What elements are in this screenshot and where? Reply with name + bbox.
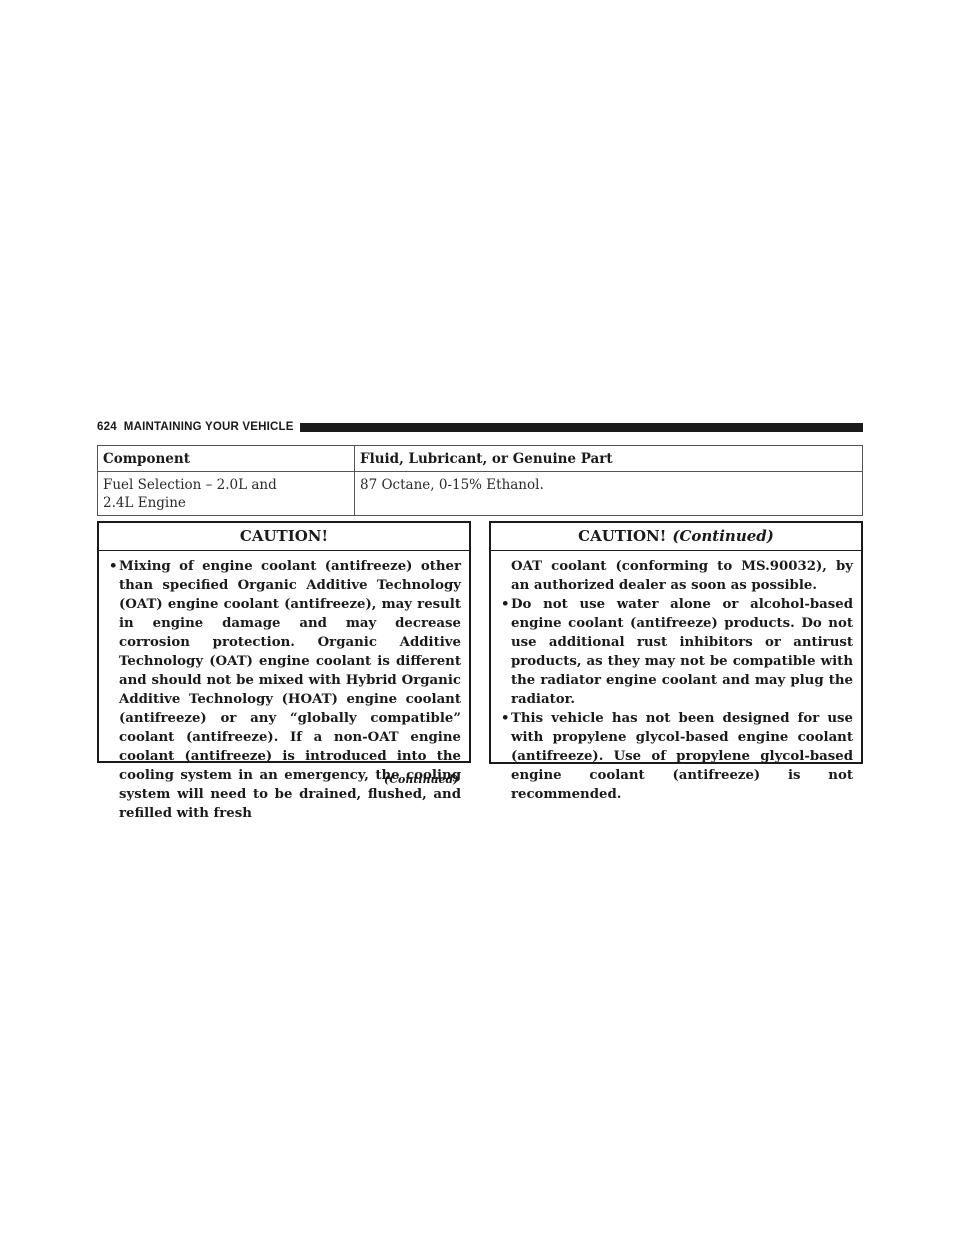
section-title: MAINTAINING YOUR VEHICLE <box>123 421 294 433</box>
caution-body: • Mixing of engine coolant (antifreeze) … <box>99 551 469 829</box>
cell-fluid: 87 Octane, 0-15% Ethanol. <box>354 471 863 516</box>
caution-title-suffix: (Continued) <box>672 527 774 545</box>
fluid-spec-table: Component Fluid, Lubricant, or Genuine P… <box>97 445 863 516</box>
bullet-icon: • <box>501 597 510 612</box>
table-header-row: Component Fluid, Lubricant, or Genuine P… <box>97 445 863 472</box>
list-item: • Mixing of engine coolant (antifreeze) … <box>109 557 461 823</box>
caution-box-right: CAUTION! (Continued) OAT coolant (conform… <box>489 521 863 802</box>
column-header-component: Component <box>97 445 355 472</box>
header-rule <box>299 422 863 432</box>
caution-body: OAT coolant (conforming to MS.90032), by… <box>491 551 861 810</box>
cell-component: Fuel Selection – 2.0L and 2.4L Engine <box>97 471 355 516</box>
table-row: Fuel Selection – 2.0L and 2.4L Engine 87… <box>97 471 863 516</box>
caution-title-continued: CAUTION! (Continued) <box>491 523 861 551</box>
list-item: • Do not use water alone or alcohol-base… <box>501 595 853 709</box>
bullet-text: Do not use water alone or alcohol-based … <box>511 597 853 707</box>
cell-component-line-2: 2.4L Engine <box>103 495 186 511</box>
caution-title: CAUTION! <box>99 523 469 551</box>
bullet-text: Mixing of engine coolant (antifreeze) ot… <box>119 559 461 821</box>
caution-title-text: CAUTION! <box>578 527 667 545</box>
page-number: 624 <box>97 421 117 433</box>
cell-component-line-1: Fuel Selection – 2.0L and <box>103 477 277 493</box>
list-item: • This vehicle has not been designed for… <box>501 709 853 804</box>
bullet-text: This vehicle has not been designed for u… <box>511 711 853 802</box>
bullet-icon: • <box>109 559 118 574</box>
bullet-icon: • <box>501 711 510 726</box>
column-header-fluid: Fluid, Lubricant, or Genuine Part <box>354 445 863 472</box>
continued-note: (Continued) <box>384 773 459 786</box>
page-header: 624 MAINTAINING YOUR VEHICLE <box>97 420 863 434</box>
continuation-text: OAT coolant (conforming to MS.90032), by… <box>511 559 853 593</box>
caution-box-left: CAUTION! • Mixing of engine coolant (ant… <box>97 521 471 821</box>
